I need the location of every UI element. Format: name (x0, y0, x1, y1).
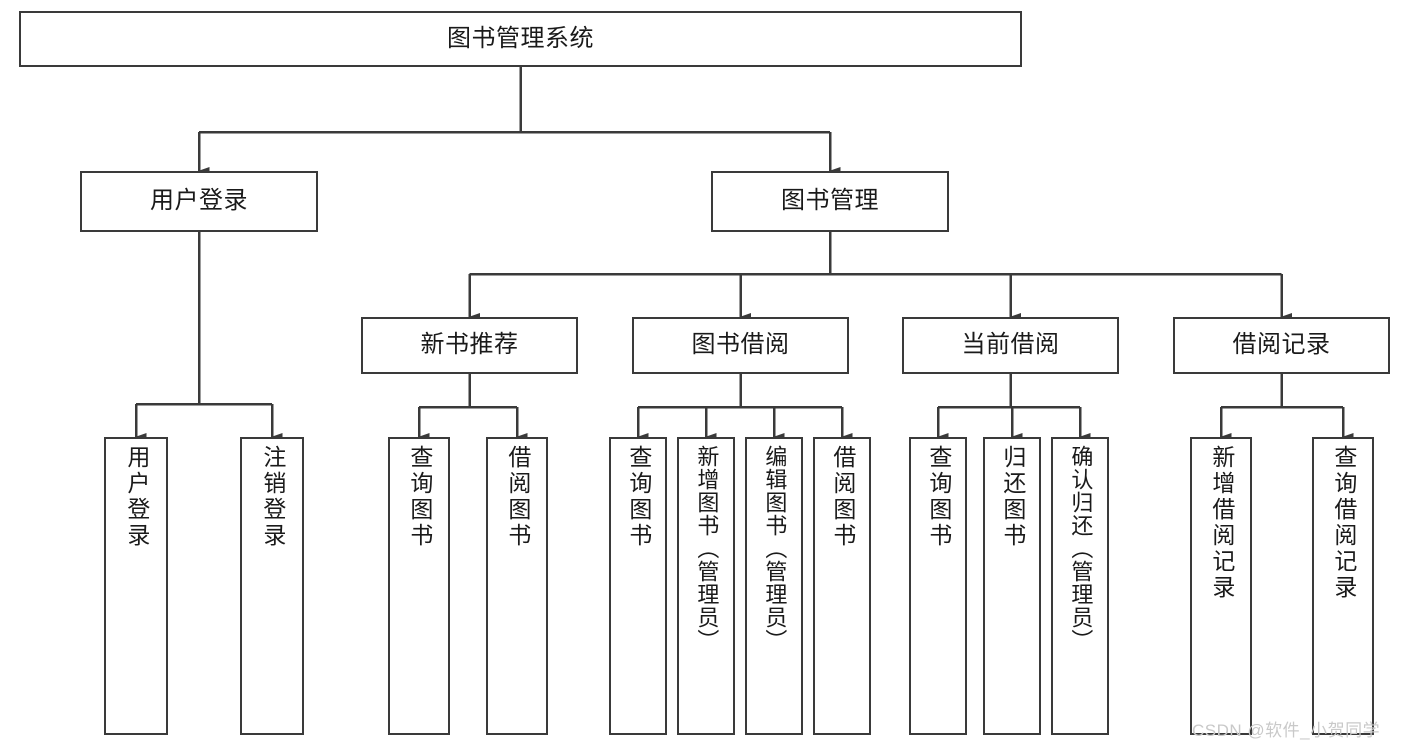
node-leaf-confirm-return[interactable]: 确认归还（管理员） (1051, 437, 1109, 735)
node-label: 编辑图书（管理员） (762, 445, 788, 652)
node-label: 查询图书 (406, 445, 433, 549)
node-book-borrow[interactable]: 图书借阅 (632, 317, 849, 374)
node-label: 图书借阅 (691, 331, 790, 359)
node-leaf-query-book-2[interactable]: 查询图书 (609, 437, 667, 735)
node-label: 新增图书（管理员） (694, 445, 720, 652)
node-leaf-return-book[interactable]: 归还图书 (983, 437, 1041, 735)
node-leaf-user-login[interactable]: 用户登录 (104, 437, 168, 735)
node-label: 用户登录 (123, 445, 150, 549)
node-new-book-rec[interactable]: 新书推荐 (361, 317, 578, 374)
node-root[interactable]: 图书管理系统 (19, 11, 1022, 67)
node-label: 借阅图书 (504, 445, 531, 549)
node-book-manage[interactable]: 图书管理 (711, 171, 949, 232)
connector-group (134, 67, 1354, 442)
node-leaf-borrow-book-2[interactable]: 借阅图书 (813, 437, 871, 735)
node-label: 新书推荐 (420, 331, 519, 359)
node-leaf-query-book-1[interactable]: 查询图书 (388, 437, 450, 735)
node-leaf-query-record[interactable]: 查询借阅记录 (1312, 437, 1374, 735)
node-label: 查询图书 (925, 445, 952, 549)
node-label: 当前借阅 (961, 331, 1060, 359)
node-label: 确认归还（管理员） (1068, 445, 1094, 652)
node-leaf-user-logout[interactable]: 注销登录 (240, 437, 304, 735)
node-label: 查询借阅记录 (1330, 445, 1357, 601)
node-label: 图书管理系统 (447, 24, 594, 52)
node-label: 借阅图书 (829, 445, 856, 549)
node-label: 借阅记录 (1232, 331, 1331, 359)
node-leaf-add-record[interactable]: 新增借阅记录 (1190, 437, 1252, 735)
node-label: 注销登录 (259, 445, 286, 549)
node-leaf-borrow-book-1[interactable]: 借阅图书 (486, 437, 548, 735)
node-label: 查询图书 (625, 445, 652, 549)
node-leaf-edit-book[interactable]: 编辑图书（管理员） (745, 437, 803, 735)
node-user-login[interactable]: 用户登录 (80, 171, 318, 232)
node-label: 归还图书 (999, 445, 1026, 549)
node-leaf-query-book-3[interactable]: 查询图书 (909, 437, 967, 735)
node-label: 用户登录 (150, 187, 248, 215)
node-leaf-add-book[interactable]: 新增图书（管理员） (677, 437, 735, 735)
node-label: 图书管理 (781, 187, 879, 215)
node-label: 新增借阅记录 (1208, 445, 1235, 601)
node-current-borrow[interactable]: 当前借阅 (902, 317, 1119, 374)
node-borrow-record[interactable]: 借阅记录 (1173, 317, 1390, 374)
